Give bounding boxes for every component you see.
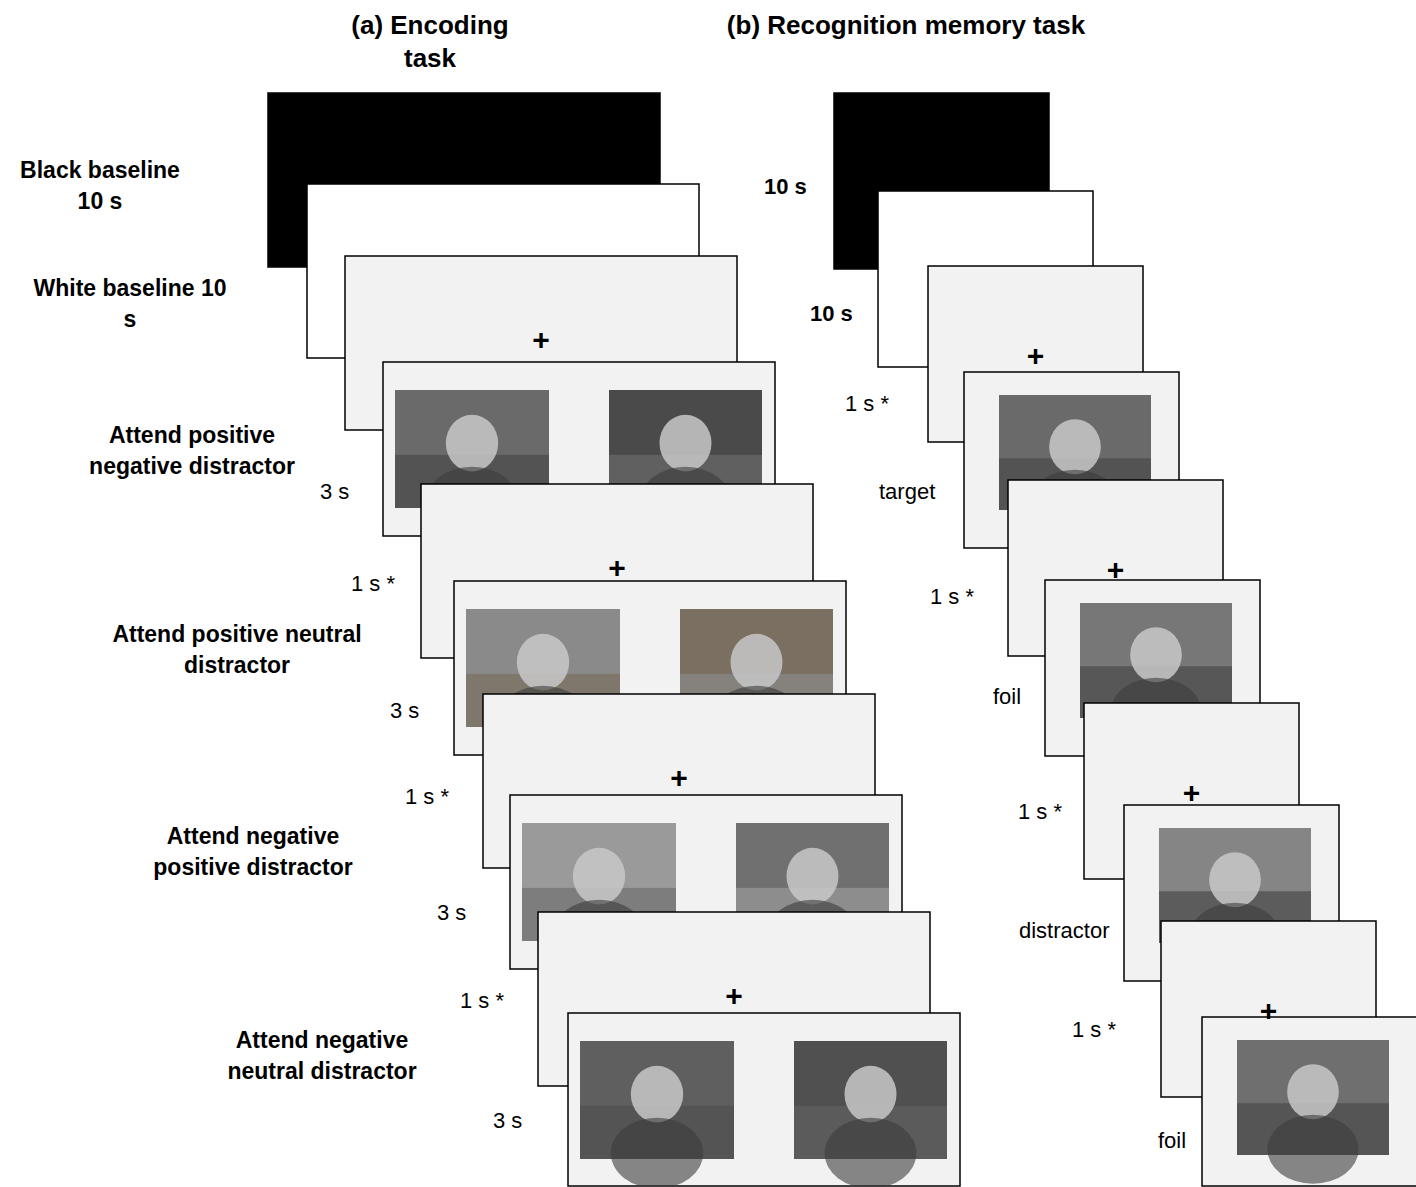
condition-label: White baseline 10 s bbox=[30, 273, 230, 335]
photo-figure bbox=[573, 848, 625, 905]
photo-figure bbox=[1049, 419, 1101, 474]
photo-figure bbox=[825, 1118, 917, 1187]
photo-figure bbox=[1287, 1064, 1339, 1119]
photo-figure bbox=[786, 848, 838, 905]
fixation-cross: + bbox=[421, 553, 813, 583]
item-type-label: foil bbox=[1158, 1128, 1186, 1154]
fixation-screen: + bbox=[483, 694, 875, 795]
photo-figure bbox=[844, 1066, 896, 1123]
fixation-cross: + bbox=[345, 325, 737, 355]
photo-figure bbox=[446, 415, 498, 472]
fixation-screen: + bbox=[1161, 921, 1376, 1017]
fixation-screen: + bbox=[1008, 480, 1223, 580]
item-type-label: distractor bbox=[1019, 918, 1109, 944]
fixation-cross: + bbox=[1008, 555, 1223, 585]
recognition-stack bbox=[834, 93, 1416, 1186]
item-type-label: foil bbox=[993, 684, 1021, 710]
duration-label: 10 s bbox=[810, 301, 853, 327]
duration-label: 1 s * bbox=[460, 988, 504, 1014]
duration-label: 1 s * bbox=[1072, 1017, 1116, 1043]
duration-label: 3 s bbox=[320, 479, 349, 505]
condition-label: Black baseline 10 s bbox=[5, 155, 195, 217]
photo-figure bbox=[631, 1066, 683, 1123]
photo-figure bbox=[730, 634, 782, 691]
duration-label: 3 s bbox=[437, 900, 466, 926]
photo-figure bbox=[1130, 627, 1182, 682]
fixation-cross: + bbox=[928, 341, 1143, 371]
condition-label: Attend positive neutral distractor bbox=[110, 619, 365, 681]
duration-label: 1 s * bbox=[351, 571, 395, 597]
fixation-screen: + bbox=[538, 912, 930, 1013]
condition-label: Attend negative neutral distractor bbox=[195, 1025, 450, 1087]
fixation-cross: + bbox=[1084, 778, 1299, 808]
screen bbox=[1202, 1017, 1416, 1186]
duration-label: 3 s bbox=[390, 698, 419, 724]
duration-label: 10 s bbox=[764, 174, 807, 200]
fixation-screen: + bbox=[345, 256, 737, 362]
condition-label: Attend negative positive distractor bbox=[126, 821, 381, 883]
duration-label: 1 s * bbox=[930, 584, 974, 610]
fixation-screen: + bbox=[1084, 703, 1299, 805]
panel-title: (a) Encoding task bbox=[330, 9, 530, 75]
condition-label: Attend positive negative distractor bbox=[65, 420, 320, 482]
fixation-cross: + bbox=[483, 763, 875, 793]
photo-figure bbox=[517, 634, 569, 691]
photo-figure bbox=[659, 415, 711, 472]
photo-figure bbox=[1267, 1115, 1358, 1184]
fixation-screen: + bbox=[928, 266, 1143, 372]
photo-figure bbox=[611, 1118, 703, 1187]
duration-label: 1 s * bbox=[1018, 799, 1062, 825]
panel-title: (b) Recognition memory task bbox=[726, 9, 1086, 42]
fixation-cross: + bbox=[1161, 996, 1376, 1026]
duration-label: 1 s * bbox=[845, 391, 889, 417]
duration-label: 3 s bbox=[493, 1108, 522, 1134]
duration-label: 1 s * bbox=[405, 784, 449, 810]
fixation-cross: + bbox=[538, 981, 930, 1011]
fixation-screen: + bbox=[421, 484, 813, 581]
photo-figure bbox=[1209, 852, 1261, 907]
item-type-label: target bbox=[879, 479, 935, 505]
